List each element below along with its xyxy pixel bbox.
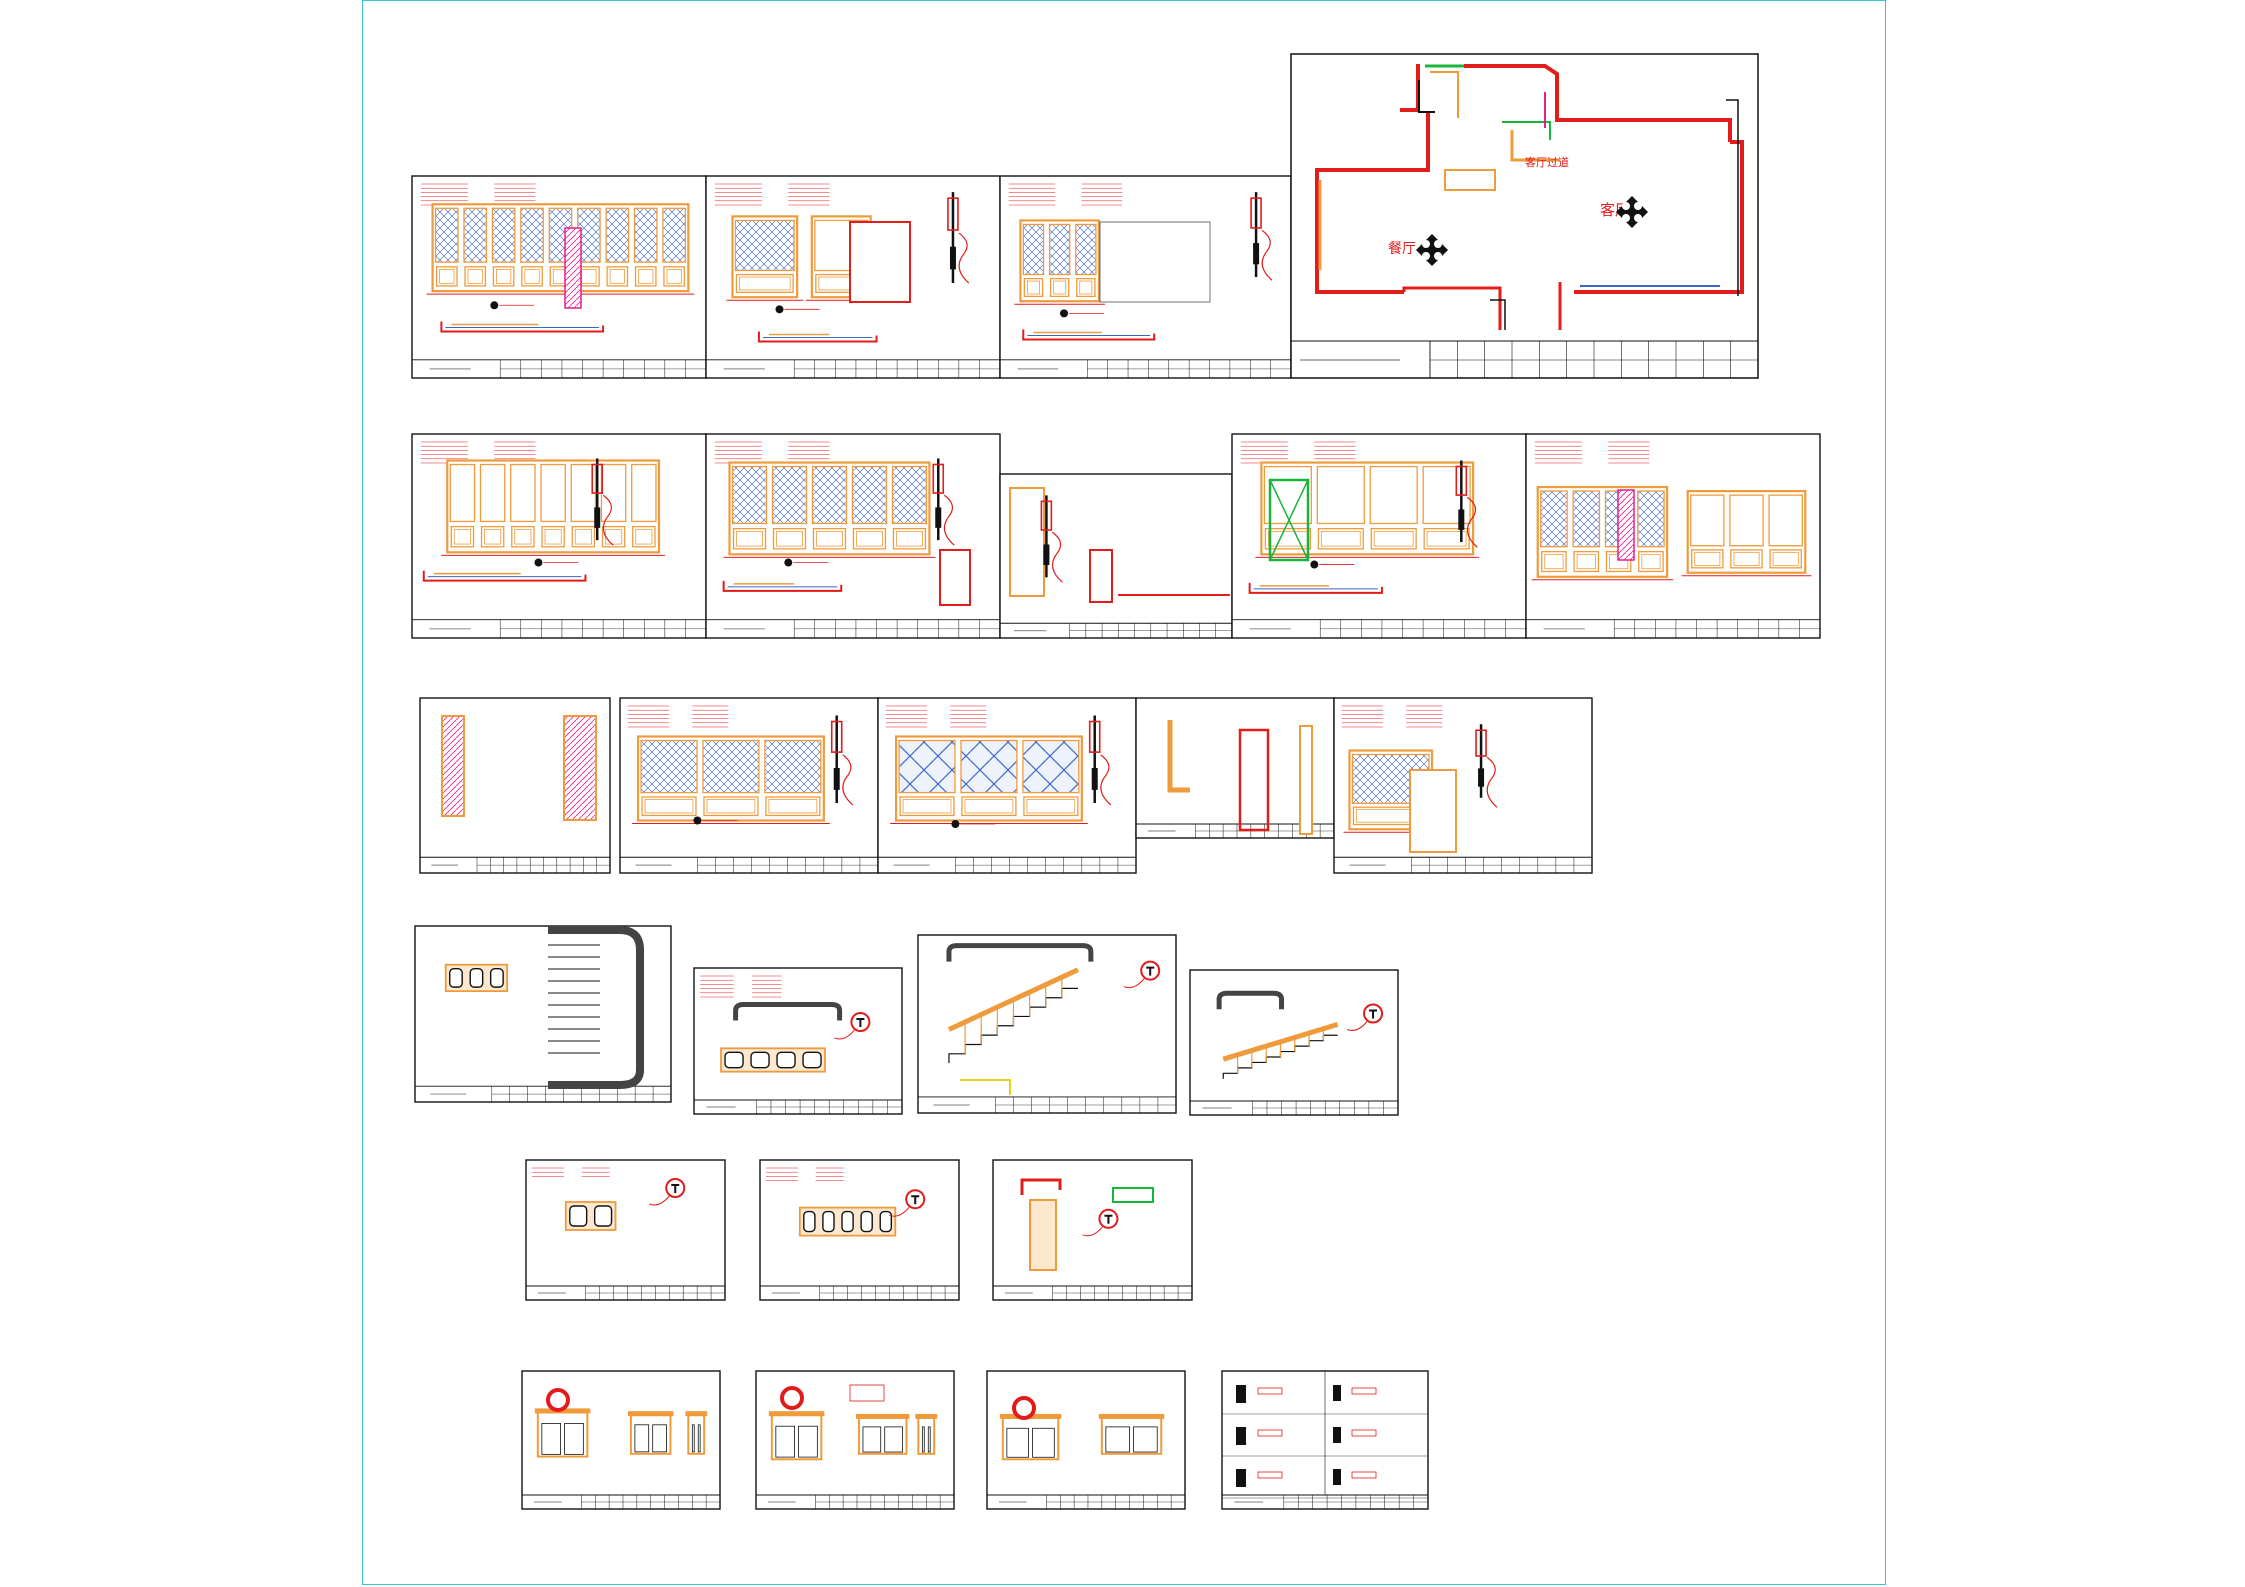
- section-marker-icon: [951, 820, 996, 828]
- wainscot-panel: [720, 1047, 826, 1073]
- wall-panel-elevation: [441, 459, 665, 556]
- wall-panel-elevation: [426, 203, 695, 295]
- section-profile: [1250, 192, 1273, 281]
- section-marker-icon: [693, 816, 738, 825]
- elevation-sheet: [1221, 1370, 1429, 1510]
- floor-plan-walls: [1315, 64, 1744, 330]
- plan-strip: [1248, 582, 1383, 594]
- stair-elevation: [1222, 1021, 1339, 1079]
- elevation-sheet: [877, 697, 1137, 874]
- wall-panel-elevation: [1531, 485, 1674, 581]
- section-profile: [1088, 715, 1112, 806]
- elevation-sheet: [992, 1159, 1193, 1301]
- section-profile: [947, 192, 970, 284]
- elevation-sheet: [411, 175, 707, 379]
- section-marker-icon: [490, 301, 535, 310]
- section-profile: [1455, 460, 1478, 548]
- section-profile: [932, 458, 955, 546]
- wall-panel-elevation: [1681, 490, 1812, 577]
- vanity-cabinet: [685, 1411, 708, 1455]
- vanity-cabinet: [627, 1411, 674, 1455]
- elevation-sheet: [525, 1159, 726, 1301]
- room-label-corridor: 客厅过道: [1525, 155, 1569, 169]
- vanity-cabinet: [534, 1408, 591, 1458]
- section-marker-icon: [784, 558, 829, 567]
- section-marker-icon: [534, 558, 579, 567]
- view-marker-icon: [1616, 196, 1648, 228]
- wainscot-panel: [444, 963, 509, 993]
- elevation-sheet: [999, 473, 1233, 639]
- wall-panel-elevation: [632, 735, 830, 824]
- handrail-plan: [733, 1002, 843, 1021]
- handrail-plan: [946, 943, 1094, 962]
- section-profile: [1040, 495, 1063, 583]
- drawing-sheet-frame: [362, 0, 1886, 1585]
- detail-callout-icon: [1124, 960, 1161, 989]
- detail-callout-icon: [649, 1178, 686, 1206]
- vanity-cabinet: [999, 1413, 1062, 1461]
- plan-strip: [757, 331, 878, 343]
- elevation-sheet: [705, 175, 1001, 379]
- elevation-sheet: [986, 1370, 1186, 1510]
- section-profile: [1475, 724, 1498, 808]
- elevation-sheet: [1231, 433, 1527, 639]
- detail-callout-icon: [834, 1012, 871, 1040]
- elevation-sheet: [521, 1370, 721, 1510]
- elevation-sheet: [999, 175, 1292, 379]
- stair-elevation: [947, 967, 1080, 1064]
- elevation-sheet: [414, 925, 672, 1103]
- wainscot-panel: [798, 1206, 897, 1237]
- elevation-sheet: [917, 934, 1177, 1114]
- view-marker-icon: [1416, 234, 1448, 266]
- plan-strip: [1022, 329, 1156, 341]
- detail-callout-icon: [1346, 1003, 1384, 1031]
- vanity-cabinet: [1098, 1413, 1165, 1455]
- plan-strip: [722, 580, 843, 592]
- elevation-sheet: [755, 1370, 955, 1510]
- floor-plan-sheet: 客厅 餐厅 客厅过道: [1290, 53, 1759, 379]
- elevation-sheet: [411, 433, 707, 639]
- section-marker-icon: [1060, 309, 1105, 318]
- elevation-sheet: [1525, 433, 1821, 639]
- plan-strip: [422, 570, 587, 582]
- vanity-cabinet: [855, 1413, 910, 1455]
- elevation-sheet: [759, 1159, 960, 1301]
- elevation-sheet: [419, 697, 611, 874]
- elevation-sheet: [619, 697, 879, 874]
- elevation-sheet: [1135, 697, 1335, 839]
- handrail-plan: [1216, 990, 1285, 1010]
- wall-panel-elevation: [723, 461, 936, 558]
- wainscot-panel: [564, 1201, 617, 1231]
- vanity-cabinet: [915, 1413, 938, 1455]
- plan-strip: [440, 321, 605, 333]
- wall-panel-elevation: [726, 215, 804, 301]
- detail-callout-icon: [1082, 1208, 1119, 1237]
- elevation-sheet: [1333, 697, 1593, 874]
- elevation-sheet: [1189, 969, 1399, 1116]
- room-label-dining: 餐厅: [1388, 241, 1416, 257]
- detail-callout-icon: [889, 1189, 926, 1217]
- elevation-sheet: [705, 433, 1001, 639]
- section-profile: [591, 458, 614, 546]
- vanity-cabinet: [768, 1411, 825, 1461]
- wall-panel-elevation: [890, 735, 1088, 824]
- section-marker-icon: [1310, 560, 1355, 569]
- wall-panel-elevation: [1014, 219, 1105, 305]
- elevation-sheet: [693, 967, 903, 1115]
- wall-panel-elevation: [1255, 461, 1480, 558]
- section-marker-icon: [775, 305, 820, 314]
- section-profile: [830, 715, 854, 806]
